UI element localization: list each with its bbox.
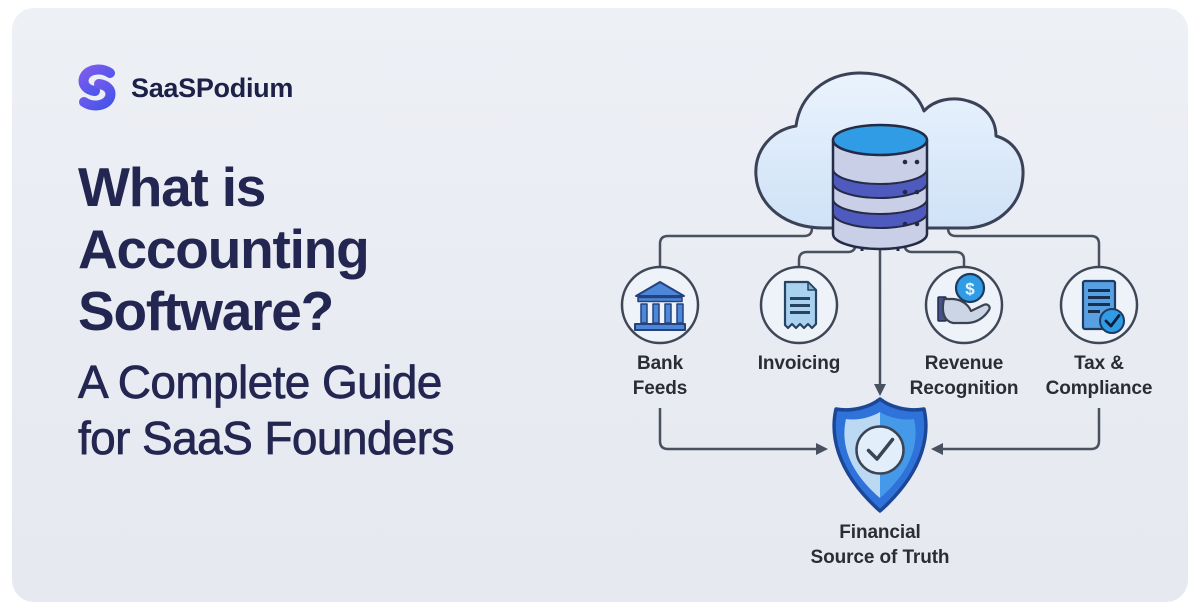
dollar-glyph: $ <box>965 280 975 299</box>
headline-block: What is Accounting Software? A Complete … <box>78 156 598 466</box>
arrow-left-icon <box>931 443 943 455</box>
title-line-3: Software? <box>78 280 334 342</box>
revenue-hand-coin-icon: $ <box>937 272 991 325</box>
bank-icon <box>634 281 686 331</box>
sink-label-line-1: Financial <box>839 522 921 543</box>
subtitle-line-1: A Complete Guide <box>78 356 443 409</box>
page-title: What is Accounting Software? <box>78 156 598 342</box>
edge-tax-sink <box>942 408 1101 451</box>
title-line-2: Accounting <box>78 218 370 280</box>
edge-bank-sink <box>658 408 817 451</box>
flow-diagram: $ Bank Feeds Invoicing <box>572 38 1188 598</box>
flow-diagram-art: $ <box>620 71 1139 513</box>
title-line-1: What is <box>78 156 266 218</box>
brand-name: SaaSPodium <box>131 72 294 103</box>
infographic-card: SaaSPodium What is Accounting Software? … <box>12 8 1188 602</box>
brand-logo-icon <box>78 64 116 111</box>
sink-label-line-2: Source of Truth <box>810 547 950 569</box>
label-financial-source-of-truth: Financial Source of Truth <box>790 520 970 570</box>
subtitle-line-2: for SaaS Founders <box>78 412 455 465</box>
database-icon <box>831 123 929 251</box>
label-revenue-recognition: Revenue Recognition <box>909 353 1019 400</box>
edge-hub-bank <box>658 222 814 267</box>
page-subtitle: A Complete Guide for SaaS Founders <box>78 354 598 466</box>
brand-logo: SaaSPodium <box>74 64 293 112</box>
label-tax-compliance: Tax & Compliance <box>1045 353 1153 400</box>
label-bank-feeds: Bank Feeds <box>632 353 688 400</box>
shield-check-icon <box>832 397 928 513</box>
tax-document-check-icon <box>1081 279 1125 334</box>
arrowheads <box>816 384 943 455</box>
arrow-right-icon <box>816 443 828 455</box>
arrow-down-icon <box>874 384 886 396</box>
label-invoicing: Invoicing <box>757 353 841 374</box>
node-circle-bank <box>620 265 700 345</box>
edge-hub-tax <box>946 222 1101 267</box>
invoice-icon <box>783 280 818 330</box>
